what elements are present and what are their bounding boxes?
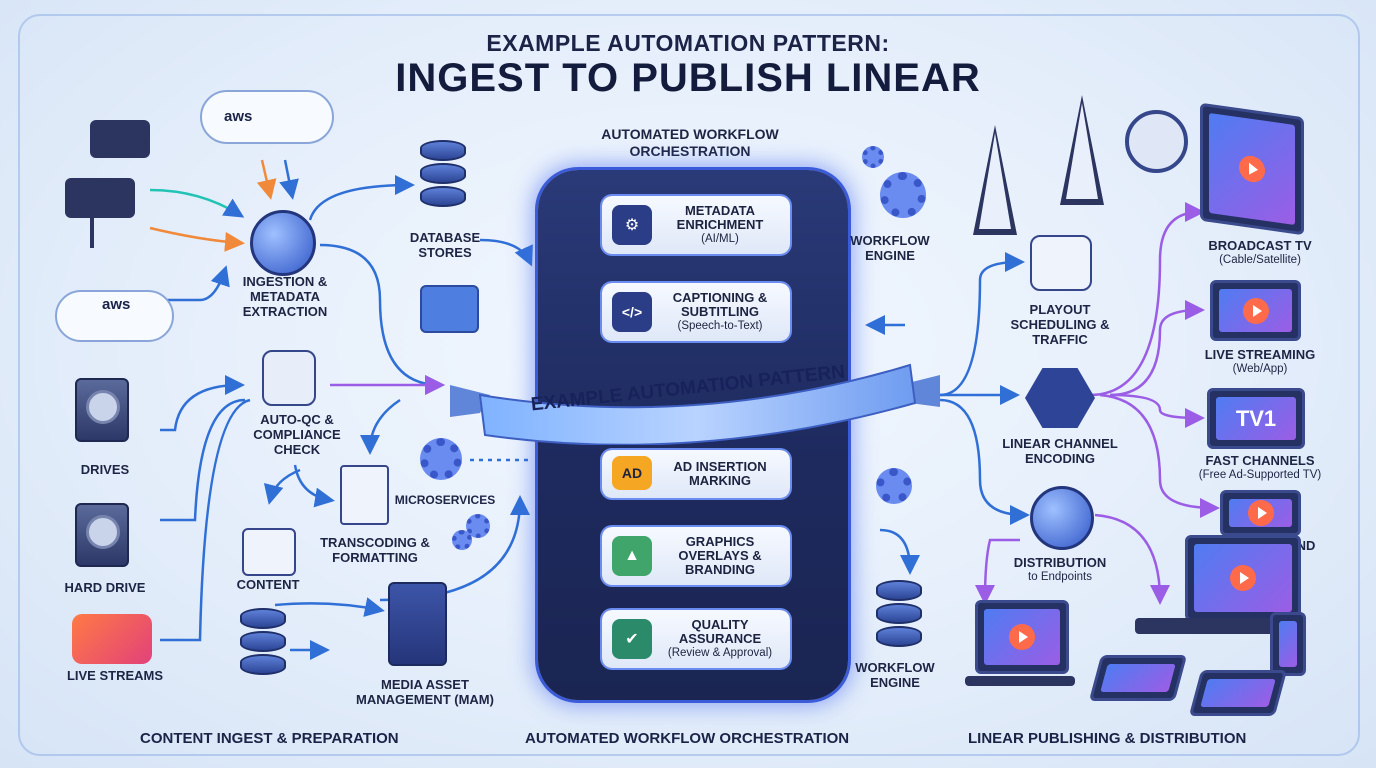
title-line1: EXAMPLE AUTOMATION PATTERN: bbox=[486, 30, 890, 56]
cloud-icon: aws bbox=[200, 90, 334, 144]
distribution-sub: to Endpoints bbox=[1028, 571, 1092, 583]
laptop-base bbox=[1135, 618, 1285, 634]
step-subtitle: (Review & Approval) bbox=[667, 647, 773, 659]
radio-tower-icon bbox=[1060, 95, 1104, 205]
transcoding-label: TRANSCODING & FORMATTING bbox=[320, 535, 430, 565]
video-camera-icon bbox=[72, 614, 152, 664]
playout-label: PLAYOUT SCHEDULING & TRAFFIC bbox=[1010, 302, 1110, 347]
live-streaming-sub: (Web/App) bbox=[1232, 363, 1288, 375]
outer-frame bbox=[18, 14, 1360, 756]
camera-icon bbox=[60, 110, 155, 248]
phone-icon bbox=[1270, 612, 1306, 676]
gear-icon bbox=[452, 530, 472, 550]
gear-icon bbox=[876, 468, 912, 504]
step-subtitle: (AI/ML) bbox=[701, 233, 739, 245]
gear-icon bbox=[420, 438, 462, 480]
broadcast-label: BROADCAST TV (Cable/Satellite) bbox=[1180, 238, 1340, 268]
step-graphics-overlays: ▲ GRAPHICS OVERLAYS & BRANDING bbox=[602, 527, 790, 585]
distribution-label: DISTRIBUTION to Endpoints bbox=[990, 555, 1130, 585]
clipboard-check-icon bbox=[262, 350, 316, 406]
live-streaming-title: LIVE STREAMING bbox=[1204, 347, 1316, 362]
live-streaming-label: LIVE STREAMING (Web/App) bbox=[1180, 347, 1340, 377]
fast-channels-title: FAST CHANNELS bbox=[1205, 453, 1315, 468]
check-badge-icon: ✔ bbox=[612, 619, 652, 659]
database-label: DATABASE STORES bbox=[409, 230, 481, 260]
fast-channels-label: FAST CHANNELS (Free Ad-Supported TV) bbox=[1170, 453, 1350, 483]
aws-logo: aws bbox=[102, 296, 131, 313]
document-gear-icon bbox=[340, 465, 389, 525]
step-metadata-enrichment: ⚙ METADATA ENRICHMENT(AI/ML) bbox=[602, 196, 790, 254]
microservices-label: MICROSERVICES bbox=[394, 493, 496, 507]
step-title: GRAPHICS OVERLAYS & BRANDING bbox=[678, 534, 762, 577]
on-demand-icon bbox=[1220, 490, 1301, 536]
server-icon bbox=[388, 582, 447, 666]
satellite-dish-icon bbox=[1125, 110, 1188, 173]
ad-icon: AD bbox=[612, 456, 652, 490]
workflow-engine-top-label: WORKFLOW ENGINE bbox=[850, 233, 930, 263]
step-ad-insertion: AD AD INSERTION MARKING bbox=[602, 450, 790, 498]
radio-tower-icon bbox=[973, 125, 1017, 235]
hard-drive-icon bbox=[75, 378, 129, 442]
footer-center: AUTOMATED WORKFLOW ORCHESTRATION bbox=[525, 730, 850, 747]
step-title: CAPTIONING & SUBTITLING bbox=[672, 290, 768, 319]
content-label: CONTENT bbox=[236, 577, 300, 592]
code-icon: </> bbox=[612, 292, 652, 332]
gear-icon bbox=[862, 146, 884, 168]
step-captioning: </> CAPTIONING & SUBTITLING(Speech-to-Te… bbox=[602, 283, 790, 341]
fast-tv-label: TV1 bbox=[1216, 397, 1296, 440]
step-title: AD INSERTION MARKING bbox=[673, 459, 767, 488]
step-title: METADATA ENRICHMENT bbox=[676, 203, 764, 232]
workflow-engine-bottom-label: WORKFLOW ENGINE bbox=[855, 660, 935, 690]
globe-icon bbox=[1030, 486, 1094, 550]
laptop-icon bbox=[975, 600, 1069, 674]
broadcast-tv-icon bbox=[1200, 102, 1304, 236]
gear-icon bbox=[880, 172, 926, 218]
live-streams-label: LIVE STREAMS bbox=[66, 668, 164, 683]
distribution-title: DISTRIBUTION bbox=[1013, 555, 1107, 570]
ribbon-banner bbox=[450, 363, 940, 445]
printer-icon bbox=[242, 528, 296, 576]
laptop-base bbox=[965, 676, 1075, 686]
database-icon bbox=[420, 140, 466, 207]
broadcast-title: BROADCAST TV bbox=[1208, 238, 1312, 253]
drives-label: DRIVES bbox=[80, 462, 130, 477]
ingestion-label: INGESTION & METADATA EXTRACTION bbox=[242, 274, 328, 319]
aws-logo: aws bbox=[224, 108, 253, 125]
tablet-icon bbox=[1188, 670, 1288, 716]
database-icon bbox=[240, 608, 286, 675]
step-quality-assurance: ✔ QUALITY ASSURANCE(Review & Approval) bbox=[602, 610, 790, 668]
calendar-icon bbox=[1030, 235, 1092, 291]
gear-icon: ⚙ bbox=[612, 205, 652, 245]
cloud-icon: aws bbox=[55, 290, 174, 342]
fast-channel-tv-icon: TV1 bbox=[1207, 388, 1305, 449]
footer-right: LINEAR PUBLISHING & DISTRIBUTION bbox=[968, 730, 1247, 747]
footer-left: CONTENT INGEST & PREPARATION bbox=[140, 730, 399, 747]
tablet-icon bbox=[1088, 655, 1188, 701]
laptop-icon bbox=[1185, 535, 1301, 621]
step-subtitle: (Speech-to-Text) bbox=[677, 320, 763, 332]
folder-icon bbox=[420, 285, 479, 333]
broadcast-sub: (Cable/Satellite) bbox=[1219, 254, 1301, 266]
hard-drive-label: HARD DRIVE bbox=[64, 580, 146, 595]
autoqc-label: AUTO-QC & COMPLIANCE CHECK bbox=[253, 412, 341, 457]
step-title: QUALITY ASSURANCE bbox=[678, 617, 762, 646]
database-icon bbox=[876, 580, 922, 647]
orchestration-title: AUTOMATED WORKFLOW ORCHESTRATION bbox=[601, 126, 779, 159]
linear-encoding-label: LINEAR CHANNEL ENCODING bbox=[1002, 436, 1118, 466]
hard-drive-icon bbox=[75, 503, 129, 567]
live-streaming-icon bbox=[1210, 280, 1301, 341]
search-icon bbox=[250, 210, 316, 276]
fast-channels-sub: (Free Ad-Supported TV) bbox=[1198, 469, 1322, 481]
image-icon: ▲ bbox=[612, 536, 652, 576]
mam-label: MEDIA ASSET MANAGEMENT (MAM) bbox=[356, 677, 494, 707]
title-line2: INGEST TO PUBLISH LINEAR bbox=[395, 56, 981, 100]
